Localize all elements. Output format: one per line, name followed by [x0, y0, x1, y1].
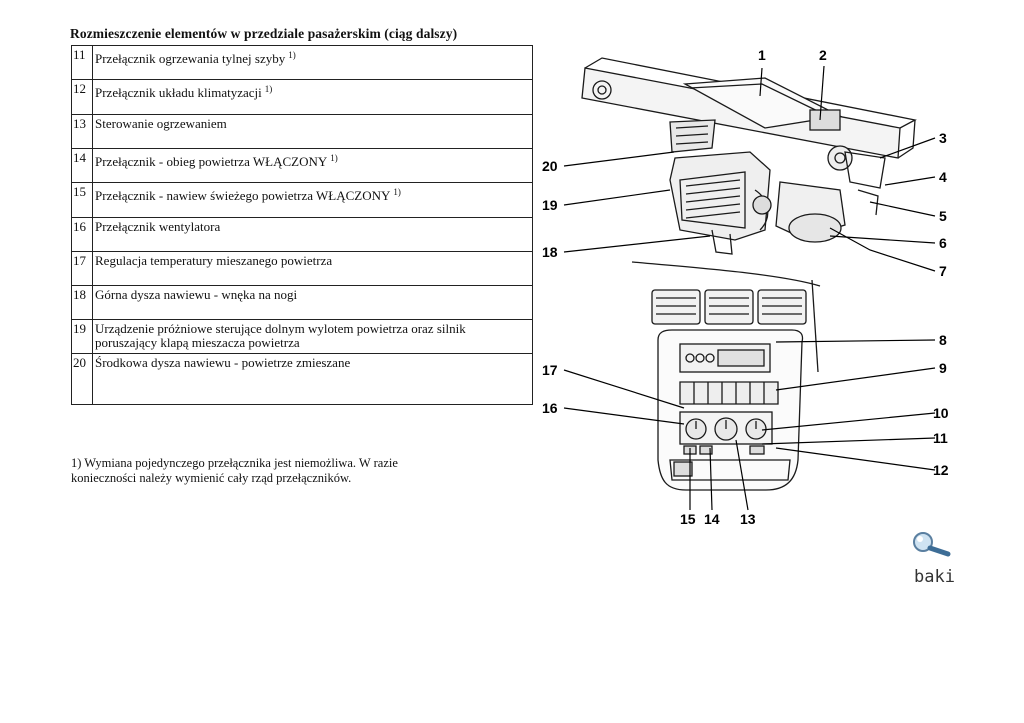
magnifier-icon: [913, 532, 951, 557]
callout-5: 5: [939, 208, 947, 224]
callout-12: 12: [933, 462, 949, 478]
callout-4: 4: [939, 169, 947, 185]
callout-11: 11: [933, 430, 948, 446]
row-number: 12: [71, 79, 93, 115]
table-row: 20 Środkowa dysza nawiewu - powietrze zm…: [71, 353, 533, 405]
row-description: Środkowa dysza nawiewu - powietrze zmies…: [92, 353, 533, 405]
row-description: Urządzenie próżniowe sterujące dolnym wy…: [92, 319, 533, 354]
callout-17: 17: [542, 362, 558, 378]
footnote-marker: 1): [330, 153, 338, 163]
callout-8: 8: [939, 332, 947, 348]
callout-20: 20: [542, 158, 558, 174]
callout-10: 10: [933, 405, 949, 421]
row-number: 15: [71, 182, 93, 218]
footnote-marker: 1): [264, 84, 273, 94]
table-row: 13 Sterowanie ogrzewaniem: [71, 114, 533, 149]
table-row: 19 Urządzenie próżniowe sterujące dolnym…: [71, 319, 533, 354]
row-number: 18: [71, 285, 93, 320]
callout-3: 3: [939, 130, 947, 146]
table-row: 17 Regulacja temperatury mieszanego powi…: [71, 251, 533, 286]
footnote-marker: 1): [288, 50, 296, 60]
row-number: 11: [71, 45, 93, 80]
callout-6: 6: [939, 235, 947, 251]
row-description: Sterowanie ogrzewaniem: [92, 114, 533, 149]
row-description: Górna dysza nawiewu - wnęka na nogi: [92, 285, 533, 320]
callout-labels: 1 2 3 4 5 6 7 8 9 10 11 12 13 14 15 16 1…: [542, 47, 949, 527]
row-number: 13: [71, 114, 93, 149]
callout-18: 18: [542, 244, 558, 260]
logo-text: baki: [914, 567, 955, 587]
footnote-line: konieczności należy wymienić cały rząd p…: [71, 471, 352, 485]
callout-9: 9: [939, 360, 947, 376]
callout-7: 7: [939, 263, 947, 279]
callout-16: 16: [542, 400, 558, 416]
footnote: 1) Wymiana pojedynczego przełącznika jes…: [71, 456, 491, 486]
row-number: 14: [71, 148, 93, 183]
callout-13: 13: [740, 511, 756, 527]
table-row: 14 Przełącznik - obieg powietrza WŁĄCZON…: [71, 148, 533, 183]
footnote-line: 1) Wymiana pojedynczego przełącznika jes…: [71, 456, 398, 470]
heater-assembly-drawing: [581, 57, 917, 491]
table-row: 18 Górna dysza nawiewu - wnęka na nogi: [71, 285, 533, 320]
callout-15: 15: [680, 511, 696, 527]
row-description: Przełącznik - nawiew świeżego powietrza …: [92, 182, 533, 218]
footnote-marker: 1): [393, 187, 401, 197]
row-number: 17: [71, 251, 93, 286]
hvac-diagram: 1 2 3 4 5 6 7 8 9 10 11 12 13 14 15 16 1…: [542, 47, 949, 527]
page-title: Rozmieszczenie elementów w przedziale pa…: [70, 26, 458, 41]
table-row: 15 Przełącznik - nawiew świeżego powietr…: [71, 182, 533, 218]
table-row: 16 Przełącznik wentylatora: [71, 217, 533, 252]
row-description: Przełącznik wentylatora: [92, 217, 533, 252]
row-number: 19: [71, 319, 93, 354]
callout-14: 14: [704, 511, 720, 527]
leader-lines: [563, 65, 936, 511]
callout-2: 2: [819, 47, 827, 63]
row-description: Regulacja temperatury mieszanego powietr…: [92, 251, 533, 286]
callout-1: 1: [758, 47, 766, 63]
callout-19: 19: [542, 197, 558, 213]
row-number: 16: [71, 217, 93, 252]
row-number: 20: [71, 353, 93, 405]
